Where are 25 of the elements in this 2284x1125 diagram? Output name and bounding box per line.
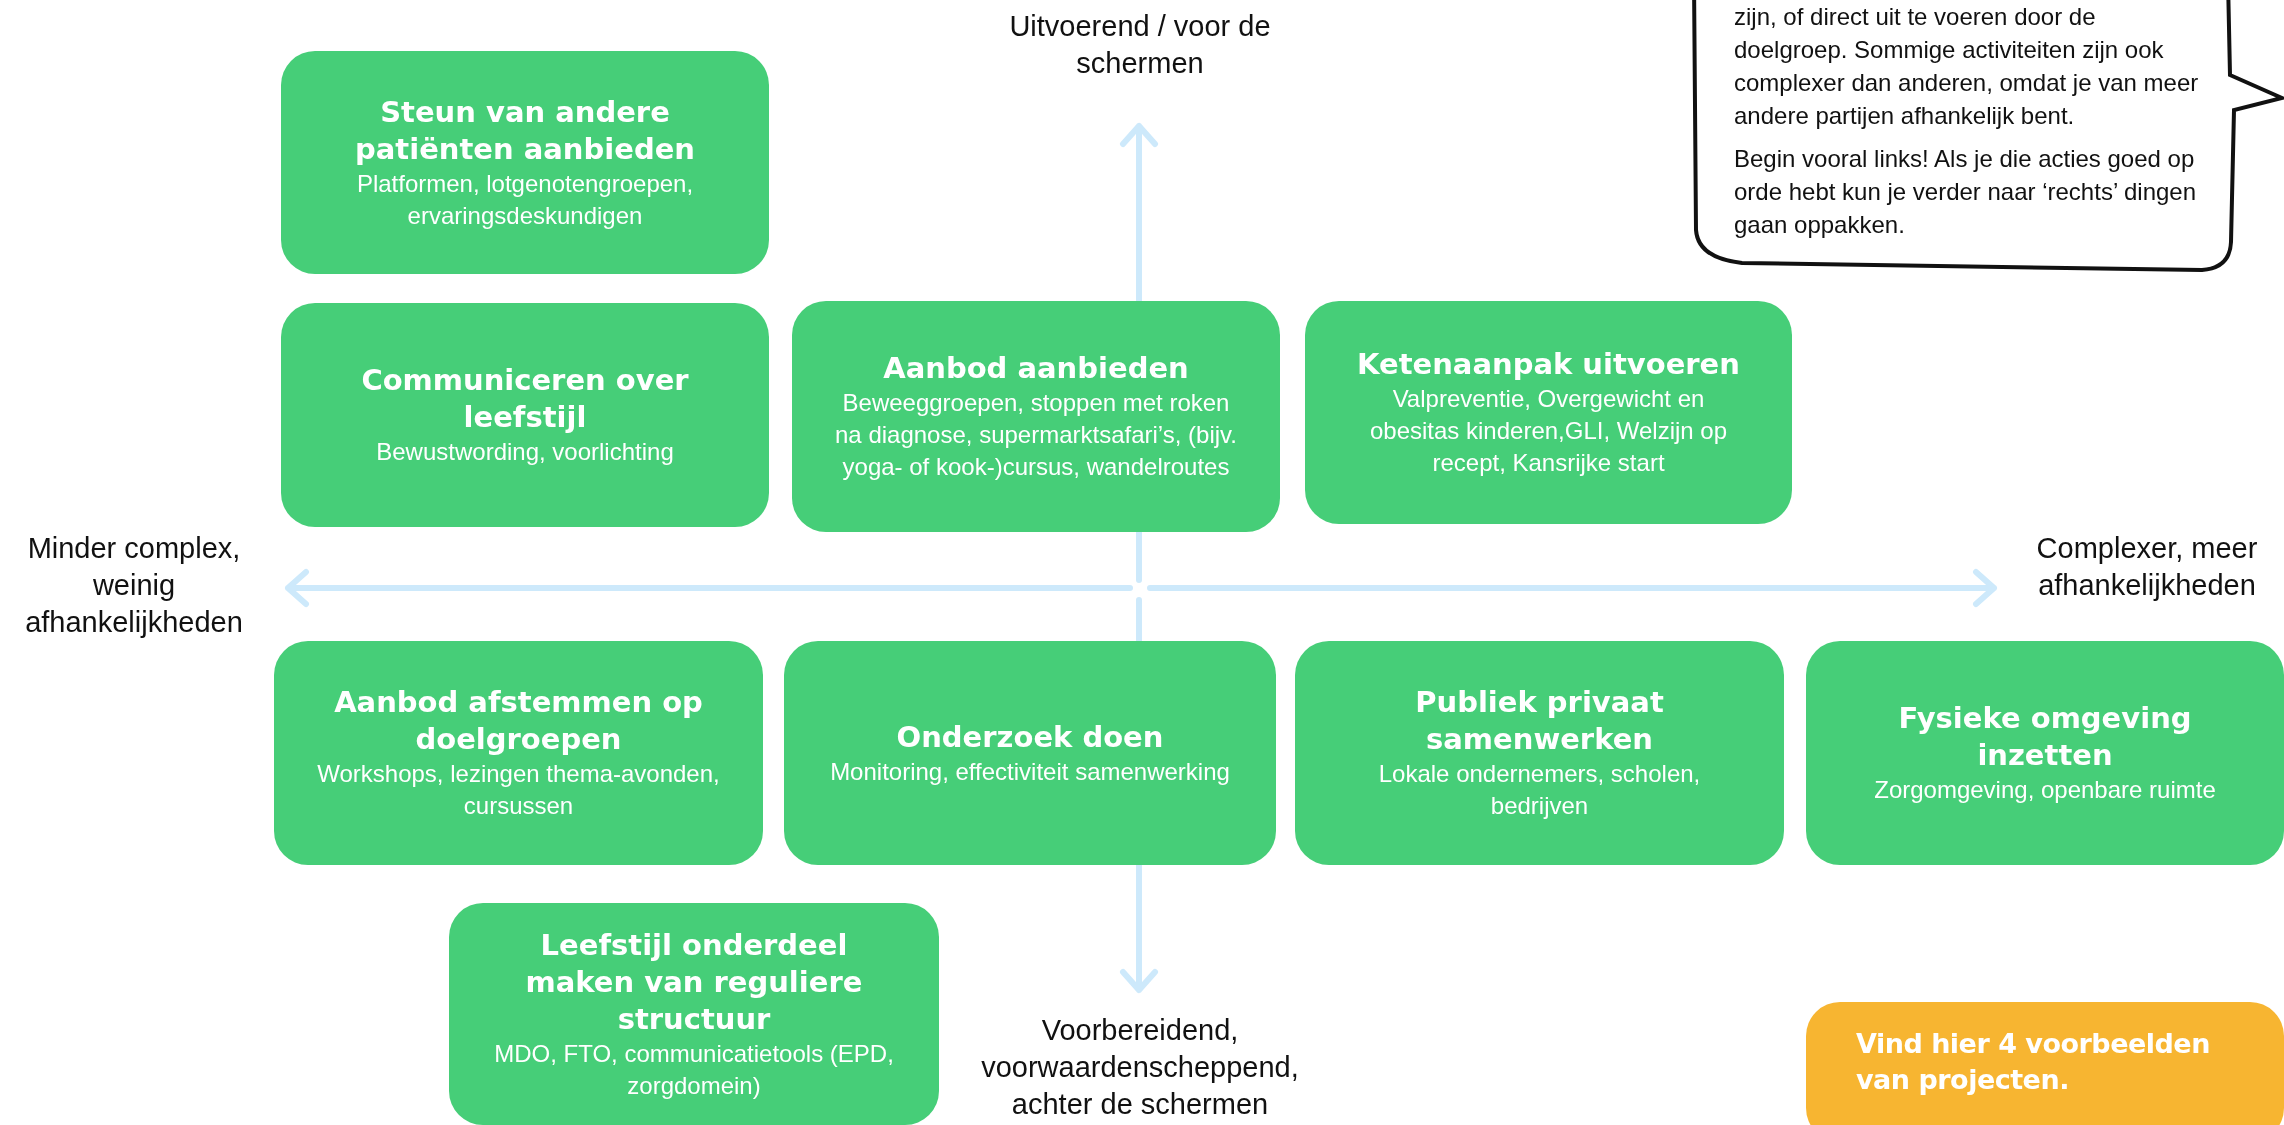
note-text: Begin vooral links! Als je die acties goed op orde hebt kun je verder naar ‘rechts’ dingen gaan oppakken.	[1734, 144, 2198, 240]
card-description: MDO, FTO, communicatietools (EPD, zorgdomein)	[493, 1038, 895, 1101]
card-description: Beweeggroepen, stoppen met roken na diagnose, supermarktsafari’s, (bijv. yoga- of kook-)cursus, wandelroutes	[834, 388, 1238, 482]
card-title: Leefstijl onderdeel maken van reguliere structuur	[524, 926, 864, 1038]
card-description: Platformen, lotgenotengroepen, ervaringsdeskundigen	[355, 168, 695, 231]
note-text: zijn, of direct uit te voeren door de doelgroep. Sommige activiteiten zijn ook complexer dan anderen, omdat je van meer andere partijen afhankelijk bent.	[1734, 2, 2200, 131]
card-title: Onderzoek doen	[896, 718, 1164, 756]
card-title: Aanbod aanbieden	[883, 350, 1189, 387]
axis-label: Voorbereidend, voorwaardenscheppend, achter de schermen	[980, 1013, 1300, 1122]
card-description: Zorgomgeving, openbare ruimte	[1874, 775, 2216, 805]
card-title: Fysieke omgeving inzetten	[1897, 700, 2193, 774]
card-description: Workshops, lezingen thema-avonden, cursussen	[316, 759, 721, 821]
card-title: Publiek privaat samenwerken	[1414, 684, 1665, 758]
axis-label: Uitvoerend / voor de schermen	[1008, 9, 1272, 81]
link-button: Vind hier 4 voorbeelden van projecten.	[1806, 1002, 2284, 1125]
card-description: Lokale ondernemers, scholen, bedrijven	[1377, 759, 1702, 821]
card-title: Aanbod afstemmen op doelgroepen	[333, 684, 704, 758]
card-description: Bewustwording, voorlichting	[376, 437, 674, 467]
card-description: Monitoring, effectiviteit samenwerking	[830, 756, 1230, 787]
axis-label: Complexer, meer afhankelijkheden	[2035, 531, 2259, 603]
card-title: Steun van andere patiënten aanbieden	[354, 93, 696, 168]
card-title: Ketenaanpak uitvoeren	[1357, 346, 1740, 383]
card-description: Valpreventie, Overgewicht en obesitas kinderen,GLI, Welzijn op recept, Kansrijke start	[1368, 384, 1729, 478]
axis-label: Minder complex, weinig afhankelijkheden	[24, 531, 244, 640]
card-title: Communiceren over leefstijl	[360, 362, 690, 436]
